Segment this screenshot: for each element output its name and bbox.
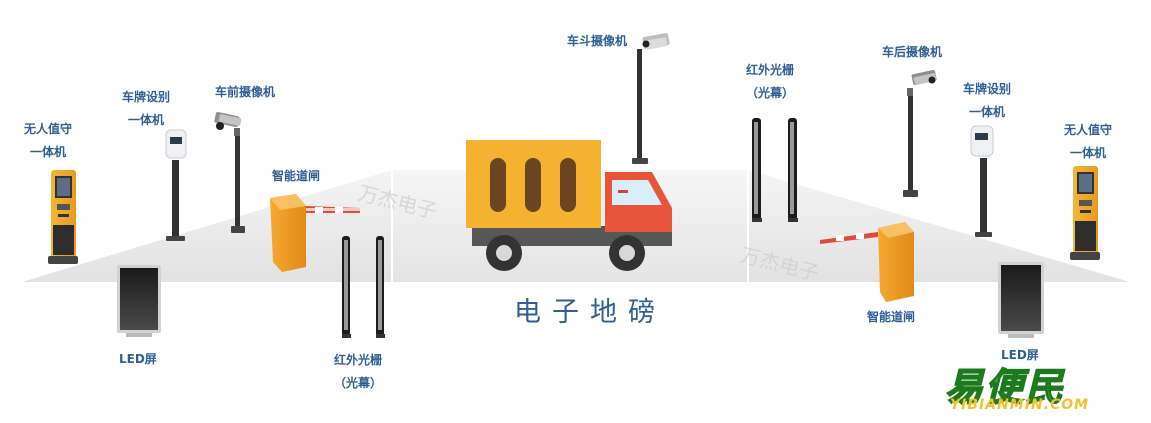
gate-left-icon (270, 194, 360, 272)
rear-camera-icon (903, 69, 937, 197)
floor-left (22, 170, 392, 282)
label-gate-right: 智能道闸 (867, 310, 916, 324)
label-bed-camera: 车斗摄像机 (567, 34, 628, 48)
plate-recognizer-left-icon (165, 129, 187, 241)
led-screen-right-icon (998, 262, 1044, 338)
bed-camera-icon (632, 33, 670, 164)
gate-right-icon (820, 222, 914, 302)
kiosk-left-icon (48, 170, 78, 264)
label-kiosk-left: 无人值守 一体机 (24, 122, 73, 159)
weighbridge-title: 电子地磅 (514, 297, 666, 328)
label-led-left: LED屏 (119, 352, 157, 366)
label-grating-right: 红外光栅 （光幕） (746, 63, 795, 100)
led-screen-left-icon (117, 265, 161, 337)
plate-recognizer-right-icon (970, 125, 994, 237)
infrared-grating-right-icon (752, 118, 798, 222)
label-led-right: LED屏 (1001, 348, 1039, 362)
infrared-grating-left-icon (342, 236, 385, 338)
kiosk-right-icon (1070, 166, 1100, 260)
label-grating-left: 红外光栅 （光幕） (334, 353, 383, 390)
front-camera-icon (214, 111, 245, 233)
truck-icon (466, 140, 672, 271)
label-front-camera: 车前摄像机 (215, 85, 276, 99)
label-gate-left: 智能道闸 (272, 169, 321, 183)
label-rear-camera: 车后摄像机 (882, 45, 943, 59)
label-plate-recognizer-right: 车牌设别 一体机 (963, 82, 1012, 119)
floor-right (748, 170, 1130, 282)
brand-logo: 易便民 (944, 364, 1066, 410)
label-plate-recognizer-left: 车牌设别 一体机 (122, 90, 171, 127)
brand-logo-url: YIBIANMIN.COM (950, 397, 1090, 413)
label-kiosk-right: 无人值守 一体机 (1064, 123, 1113, 160)
